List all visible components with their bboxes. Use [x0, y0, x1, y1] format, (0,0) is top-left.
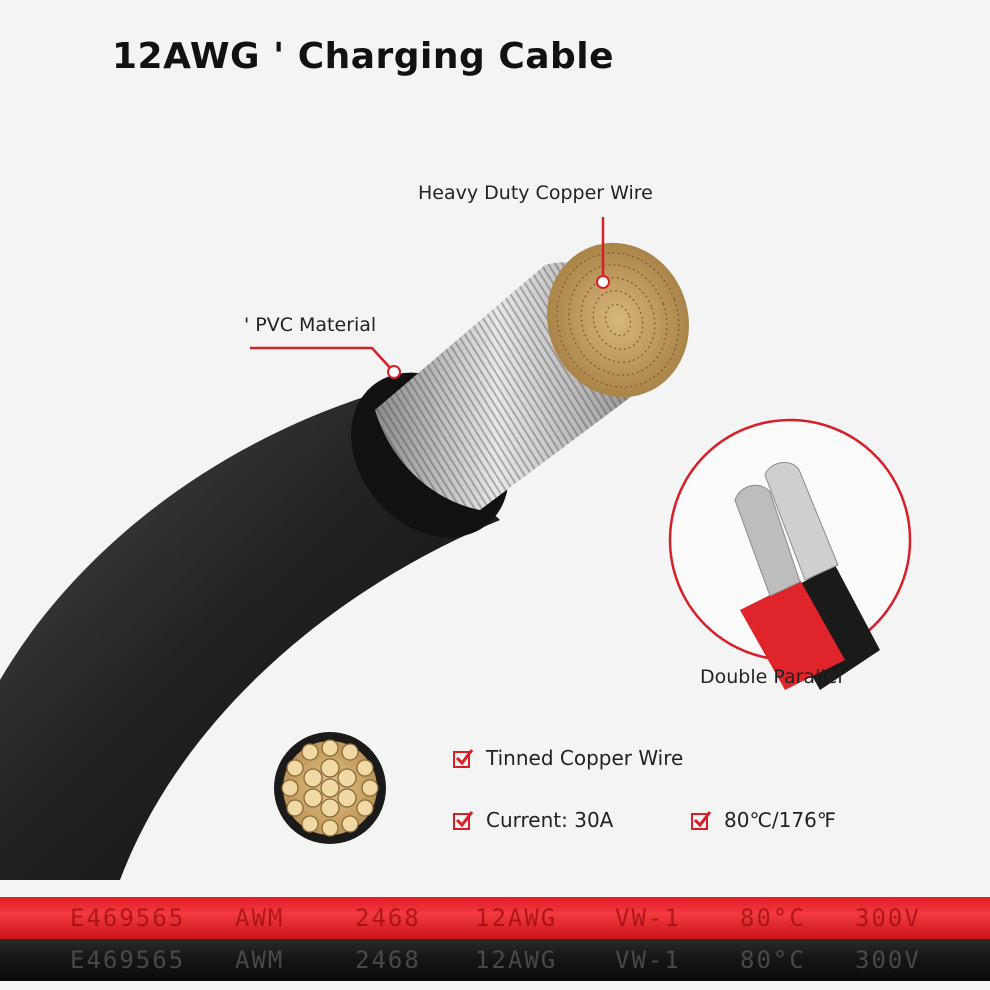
feature-temperature: 80℃/176℉	[690, 808, 836, 832]
strip-marking: 2468	[355, 946, 421, 974]
strip-marking: E469565	[70, 904, 186, 932]
check-box-icon	[453, 749, 474, 768]
black-wire-strip: E469565 AWM 2468 12AWG VW-1 80°C 300V	[0, 939, 990, 981]
check-box-icon	[691, 811, 712, 830]
strip-marking: VW-1	[615, 904, 681, 932]
strip-marking: 12AWG	[475, 946, 558, 974]
strip-marking: E469565	[70, 946, 186, 974]
red-wire-strip: E469565 AWM 2468 12AWG VW-1 80°C 300V	[0, 897, 990, 939]
double-parallel-label: Double Parallel	[700, 666, 843, 688]
strip-marking: 80°C	[740, 904, 806, 932]
feature-text: Current: 30A	[486, 808, 614, 832]
strip-marking: VW-1	[615, 946, 681, 974]
strip-marking: 2468	[355, 904, 421, 932]
double-parallel-wire	[734, 462, 880, 690]
pvc-material-label: ' PVC Material	[244, 314, 377, 336]
cable-jacket	[0, 395, 500, 880]
copper-callout-dot	[596, 275, 610, 289]
pvc-callout-line	[250, 346, 393, 371]
check-box-icon	[453, 811, 474, 830]
page-title: 12AWG ' Charging Cable	[112, 36, 615, 77]
pvc-callout-dot	[387, 365, 401, 379]
strip-marking: 300V	[855, 946, 921, 974]
strip-marking: AWM	[235, 904, 285, 932]
copper-wire-label: Heavy Duty Copper Wire	[418, 182, 653, 204]
copper-face	[547, 242, 689, 398]
strip-marking: 80°C	[740, 946, 806, 974]
feature-text: Tinned Copper Wire	[486, 746, 684, 770]
strip-marking: 12AWG	[475, 904, 558, 932]
strip-marking: AWM	[235, 946, 285, 974]
feature-tinned-copper: Tinned Copper Wire	[452, 746, 683, 770]
feature-text: 80℃/176℉	[724, 808, 836, 832]
strip-marking: 300V	[855, 904, 921, 932]
feature-current: Current: 30A	[452, 808, 613, 832]
